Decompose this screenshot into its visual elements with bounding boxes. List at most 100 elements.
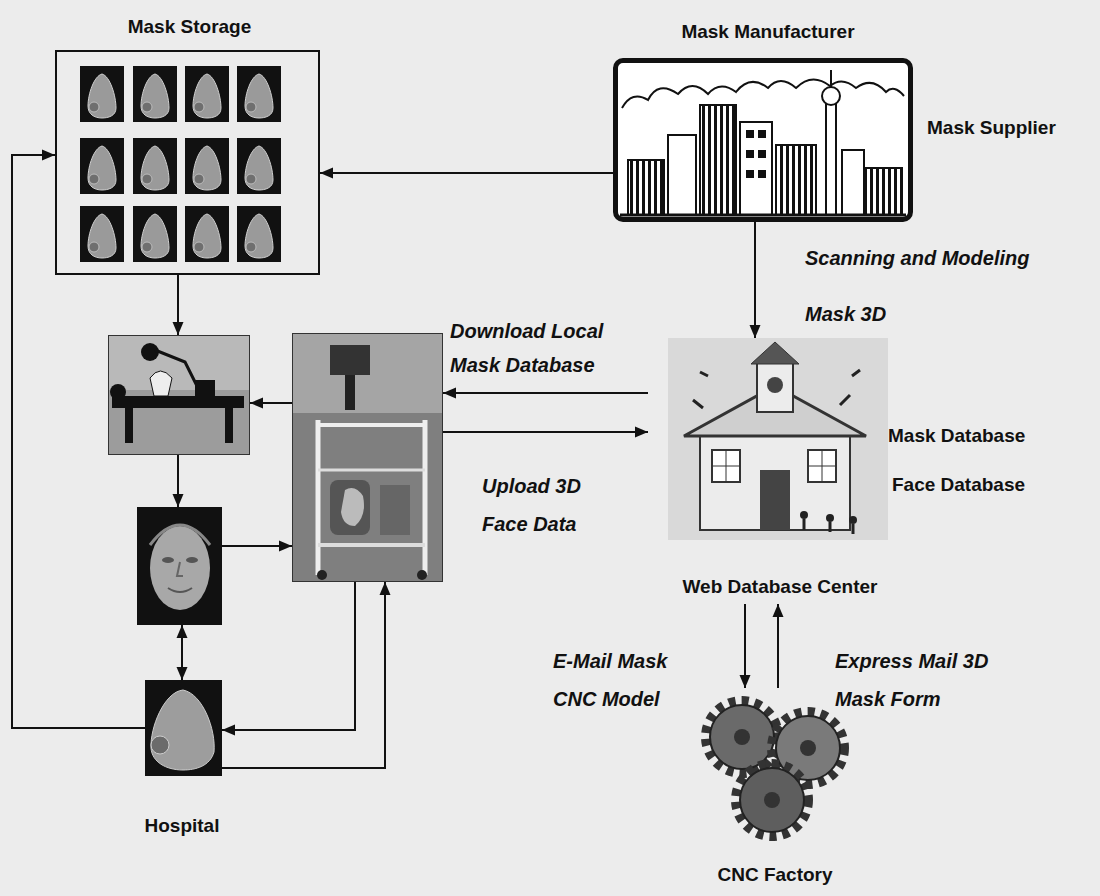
text-holder: Face Database bbox=[892, 474, 1025, 496]
arrow-head bbox=[173, 494, 184, 507]
illustration-part bbox=[808, 450, 836, 482]
arrow-head bbox=[773, 604, 784, 617]
illustration-part bbox=[133, 138, 177, 194]
illustration-part bbox=[764, 792, 780, 808]
illustration-part bbox=[826, 100, 836, 215]
text-holder: Mask Database bbox=[888, 425, 1025, 447]
arrow-head bbox=[177, 625, 188, 638]
illustration-part bbox=[112, 396, 244, 408]
illustration-part bbox=[758, 150, 766, 158]
text-holder: Hospital bbox=[100, 815, 264, 837]
text-holder: CNC Factory bbox=[690, 864, 860, 886]
hospital-box: Hospital bbox=[145, 680, 222, 776]
illustration-part bbox=[186, 557, 198, 563]
manufacturer-box: Mask ManufacturerMask Supplier bbox=[613, 58, 913, 222]
connector bbox=[222, 582, 391, 768]
node-title: Web Database Center bbox=[683, 576, 878, 597]
database-house bbox=[668, 338, 888, 540]
illustration-part bbox=[292, 333, 443, 413]
arrow-head bbox=[173, 322, 184, 335]
illustration-part bbox=[734, 729, 750, 745]
edge-label: Upload 3D Face Data bbox=[482, 475, 581, 535]
illustration-part bbox=[852, 524, 855, 534]
illustration-part bbox=[80, 66, 124, 122]
illustration-part bbox=[803, 519, 806, 530]
illustration-part bbox=[185, 138, 229, 194]
arrow-head bbox=[222, 725, 235, 736]
illustration-part bbox=[700, 430, 850, 530]
connector bbox=[250, 398, 292, 409]
illustration-part bbox=[736, 764, 808, 836]
connector bbox=[740, 604, 751, 688]
illustration-part bbox=[162, 557, 174, 563]
illustration-part bbox=[345, 375, 355, 410]
illustration-part bbox=[177, 562, 183, 576]
node-heading: Mask Supplier bbox=[927, 117, 1056, 138]
edge-label-holder: Download Local Mask Database bbox=[450, 315, 655, 383]
illustration-part bbox=[317, 570, 327, 580]
illustration-part bbox=[125, 408, 133, 443]
illustration-part bbox=[740, 768, 804, 832]
connector bbox=[773, 604, 784, 688]
illustration-part bbox=[710, 705, 774, 769]
illustration-part bbox=[830, 70, 832, 87]
node-title: CNC Factory bbox=[717, 864, 832, 885]
arrow-head bbox=[42, 150, 55, 161]
illustration-part bbox=[746, 150, 754, 158]
illustration-part bbox=[195, 380, 215, 398]
illustration-part bbox=[150, 525, 210, 545]
scanner-box bbox=[108, 335, 250, 455]
illustration-part bbox=[417, 570, 427, 580]
illustration-part bbox=[822, 87, 840, 105]
arrow-head bbox=[177, 667, 188, 680]
illustration-part bbox=[712, 450, 740, 482]
illustration-part bbox=[185, 206, 229, 262]
edge-label: Express Mail 3D Mask Form bbox=[835, 650, 988, 710]
connector-line bbox=[222, 582, 385, 768]
illustration-part bbox=[767, 377, 783, 393]
illustration-part bbox=[137, 507, 222, 625]
text-holder: Mask Storage bbox=[57, 16, 322, 38]
illustration-part bbox=[776, 145, 816, 215]
illustration-part bbox=[758, 170, 766, 178]
illustration-part bbox=[622, 79, 904, 108]
illustration-part bbox=[668, 338, 888, 540]
illustration-part bbox=[668, 135, 696, 215]
illustration-part bbox=[842, 150, 864, 215]
text-holder: Mask Manufacturer bbox=[618, 21, 918, 43]
city-skyline bbox=[617, 62, 909, 218]
scanner-photo bbox=[108, 335, 250, 455]
mask-thumbnails bbox=[80, 66, 281, 262]
node-heading: Mask Manufacturer bbox=[681, 21, 854, 42]
illustration-part bbox=[133, 206, 177, 262]
illustration-part bbox=[693, 370, 860, 408]
illustration-part bbox=[751, 342, 799, 364]
illustration-part bbox=[292, 333, 443, 582]
edge-label-holder: Scanning and Modeling Mask 3D bbox=[805, 231, 1037, 343]
connector-line bbox=[222, 582, 355, 730]
face-box bbox=[137, 507, 222, 625]
illustration-part bbox=[151, 736, 169, 754]
text-holder: Mask Supplier bbox=[927, 117, 1056, 139]
connector bbox=[173, 275, 184, 335]
node-heading: Hospital bbox=[145, 815, 220, 836]
illustration-part bbox=[80, 138, 124, 194]
illustration-part bbox=[237, 66, 281, 122]
arrow-head bbox=[320, 168, 333, 179]
illustration-part bbox=[712, 466, 740, 467]
arrow-head bbox=[380, 582, 391, 595]
illustration-part bbox=[808, 466, 836, 467]
illustration-part bbox=[150, 371, 172, 396]
illustration-part bbox=[628, 160, 664, 215]
connector bbox=[320, 168, 613, 179]
illustration-part bbox=[330, 480, 370, 535]
factory-box: CNC Factory bbox=[690, 688, 860, 892]
illustration-part bbox=[757, 362, 793, 412]
illustration-part bbox=[237, 138, 281, 194]
connector bbox=[177, 625, 188, 680]
storage-box: Mask Storage bbox=[55, 50, 320, 275]
face-scan bbox=[137, 507, 222, 625]
node-heading: Mask Database bbox=[888, 425, 1025, 446]
